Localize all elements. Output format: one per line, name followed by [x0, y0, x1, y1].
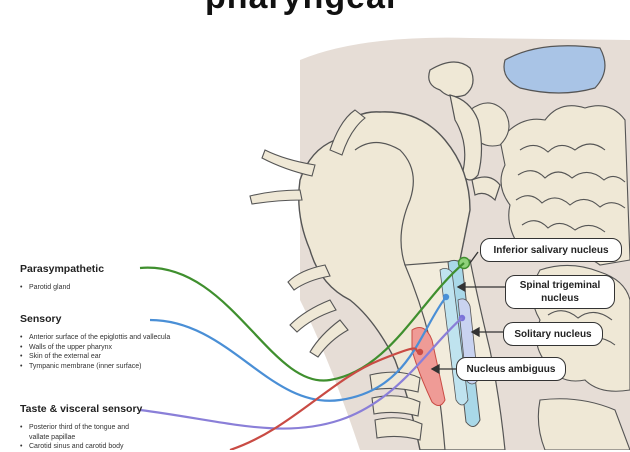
spinal-trigeminal-label: Spinal trigeminal nucleus [505, 275, 615, 309]
upper-structures [428, 61, 501, 202]
ventricle-shape [503, 45, 606, 94]
parasympathetic-fiber [139, 262, 465, 382]
list-item: Carotid sinus and carotid body [20, 442, 150, 452]
list-item: Walls of the upper pharynx [20, 343, 180, 353]
sensory-heading: Sensory [20, 313, 62, 325]
sensory-fiber [149, 296, 447, 402]
motor-fiber [229, 347, 421, 450]
vertebrae [369, 371, 630, 450]
list-item: Posterior third of the tongue and vallat… [20, 423, 150, 442]
parasympathetic-list: Parotid gland [20, 283, 150, 293]
sensory-list: Anterior surface of the epiglottis and v… [20, 333, 180, 371]
peduncle-curve [354, 141, 414, 266]
taste-list: Posterior third of the tongue and vallat… [20, 423, 150, 452]
inferior-salivary-label: Inferior salivary nucleus [480, 238, 622, 262]
taste-heading: Taste & visceral sensory [20, 403, 143, 415]
parasympathetic-heading: Parasympathetic [20, 263, 105, 275]
nucleus-ambiguus-shape [411, 327, 446, 406]
solitary-label: Solitary nucleus [503, 322, 603, 346]
ambiguus-label: Nucleus ambiguus [456, 357, 566, 381]
nerve-roots [249, 109, 366, 358]
page-title: pharyngeal [205, 0, 396, 17]
list-item: Anterior surface of the epiglottis and v… [20, 333, 180, 343]
list-item: Skin of the external ear [20, 352, 180, 362]
list-item: Parotid gland [20, 283, 150, 293]
taste-fiber [139, 317, 463, 430]
pointer-arrows [430, 251, 505, 375]
list-item: Tympanic membrane (inner surface) [20, 362, 180, 372]
